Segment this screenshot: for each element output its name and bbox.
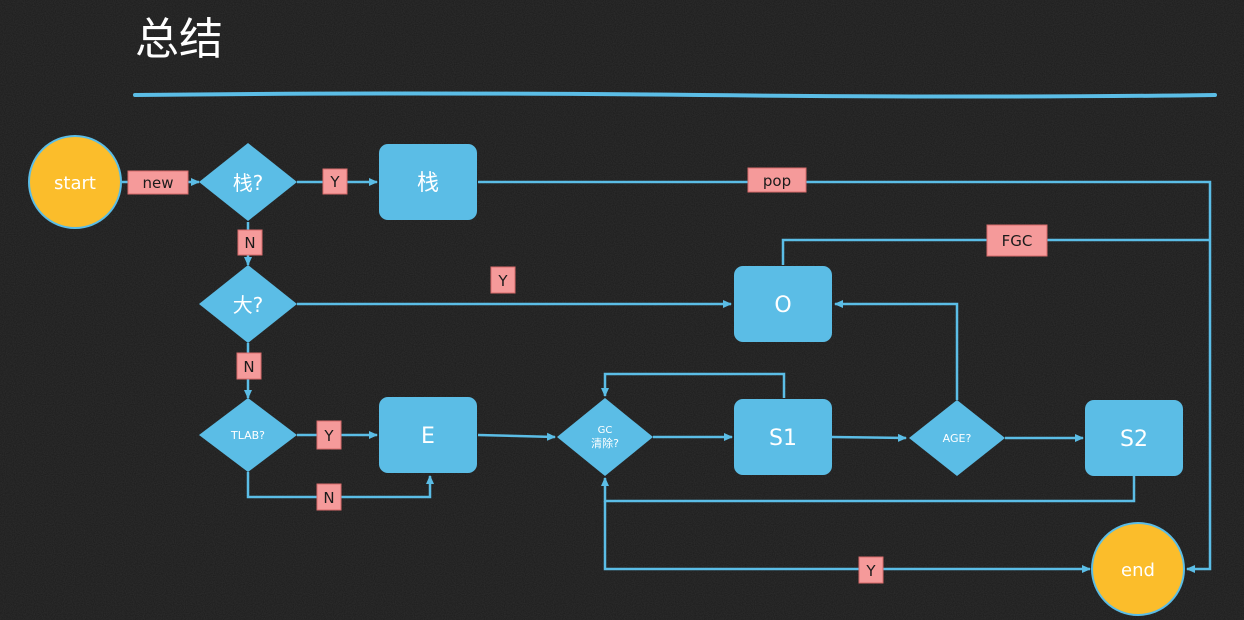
stack-decision-label: 栈? [233,171,264,195]
label-fgc-text: FGC [1002,232,1033,250]
label-pop: pop [747,167,807,193]
survivor1-label: S1 [769,426,797,451]
stack-node: 栈 [379,144,477,220]
label-pop-text: pop [763,172,791,190]
edge-gcq-end [603,501,1091,573]
label-stack-no: N [237,229,263,256]
label-gc-yes: Y [858,556,884,584]
eden-node: E [379,397,477,473]
survivor2-label: S2 [1120,427,1148,452]
label-gc-yes-text: Y [865,562,876,580]
label-tlab-yes-text: Y [323,427,334,445]
big-object-decision: 大? [199,265,297,343]
age-decision-label: AGE? [943,432,972,445]
label-fgc: FGC [986,224,1048,257]
start-label: start [54,173,96,194]
slide-title: 总结 [135,14,223,65]
edge-ageq-old [834,300,959,400]
tlab-decision: TLAB? [199,398,297,472]
label-new-text: new [142,174,173,192]
label-tlab-no-text: N [323,489,334,507]
end-label: end [1121,560,1155,581]
label-stack-no-text: N [244,234,255,252]
label-tlab-yes: Y [316,420,342,450]
old-gen-label: O [774,293,791,318]
survivor2-node: S2 [1085,400,1183,476]
label-big-yes: Y [490,266,516,294]
label-big-no-text: N [243,358,254,376]
end-node: end [1091,522,1185,616]
label-stack-yes: Y [322,168,348,195]
eden-label: E [421,424,435,449]
label-stack-yes-text: Y [329,173,340,191]
edge-stack-end [478,180,1212,573]
label-big-no: N [236,352,262,380]
edge-eden-gcq [477,432,556,441]
label-big-yes-text: Y [497,272,508,290]
label-tlab-no: N [316,483,342,511]
edge-s1-ageq [831,433,907,442]
edge-s1-gcq-loop [601,372,786,398]
old-gen-node: O [734,266,832,342]
gc-decision-label-line1: GC [598,425,613,436]
age-decision: AGE? [909,400,1005,476]
survivor1-node: S1 [734,399,832,475]
title-underline [133,91,1217,99]
stack-node-label: 栈 [417,171,439,196]
gc-decision-label-line2: 清除? [591,436,619,450]
start-node: start [28,135,122,229]
edge-s2-gcq [601,476,1136,503]
edge-old-fgc [781,238,1210,265]
stack-decision: 栈? [199,143,297,221]
tlab-decision-label: TLAB? [230,429,265,442]
big-object-decision-label: 大? [233,293,264,317]
gc-decision: GC 清除? [557,398,653,476]
label-new: new [127,170,189,195]
